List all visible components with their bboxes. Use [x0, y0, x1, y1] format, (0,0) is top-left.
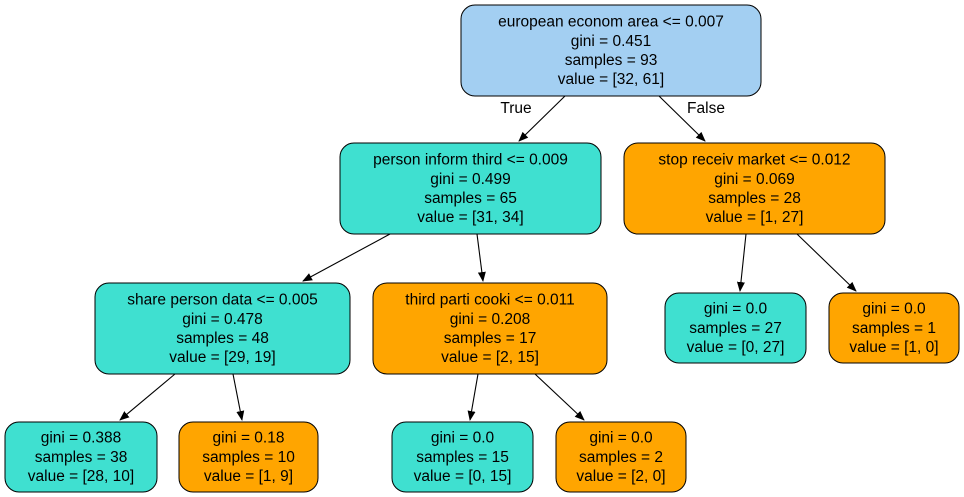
- node-line: value = [0, 27]: [687, 339, 785, 356]
- tree-node-n2: stop receiv market <= 0.012 gini = 0.069 s…: [623, 142, 886, 235]
- edges-layer: True False: [119, 95, 857, 421]
- edge-n1-n4: [476, 233, 486, 282]
- node-line: samples = 17: [444, 330, 537, 347]
- node-line: samples = 2: [579, 449, 663, 466]
- node-line: gini = 0.0: [431, 430, 495, 447]
- tree-node-n3: share person data <= 0.005 gini = 0.478 sa…: [94, 282, 351, 375]
- tree-node-n4: third parti cooki <= 0.011 gini = 0.208 sa…: [372, 282, 608, 375]
- tree-node-n6: gini = 0.0 samples = 1 value = [1, 0]: [828, 292, 960, 364]
- node-line: third parti cooki <= 0.011: [405, 292, 574, 309]
- edge-n1-n3: [302, 233, 391, 282]
- edge-n3-n7: [119, 373, 176, 421]
- tree-node-n1: person inform third <= 0.009 gini = 0.499…: [339, 142, 602, 235]
- node-box: [94, 282, 351, 375]
- node-line: gini = 0.499: [430, 171, 511, 188]
- edge-n2-n6: [796, 233, 857, 292]
- node-box: [339, 142, 602, 235]
- node-line: samples = 65: [424, 190, 517, 207]
- node-line: value = [2, 0]: [576, 468, 665, 485]
- node-line: gini = 0.0: [862, 301, 926, 318]
- node-line: value = [0, 15]: [414, 468, 512, 485]
- node-box: [828, 292, 960, 364]
- node-box: [623, 142, 886, 235]
- node-line: gini = 0.18: [213, 430, 285, 447]
- tree-node-n9: gini = 0.0 samples = 15 value = [0, 15]: [391, 421, 534, 493]
- node-line: value = [29, 19]: [169, 349, 275, 366]
- edge-n4-n10: [534, 373, 585, 421]
- node-line: samples = 10: [202, 449, 295, 466]
- node-line: value = [31, 34]: [417, 209, 523, 226]
- edge-n0-n2: [658, 95, 706, 142]
- node-line: samples = 27: [689, 320, 782, 337]
- node-line: share person data <= 0.005: [127, 292, 317, 309]
- edge-n2-n5: [736, 233, 747, 292]
- edge-n4-n9: [467, 373, 479, 421]
- node-box: [4, 421, 158, 493]
- node-box: [178, 421, 319, 493]
- tree-node-n5: gini = 0.0 samples = 27 value = [0, 27]: [664, 292, 807, 364]
- node-line: value = [28, 10]: [28, 468, 134, 485]
- node-line: samples = 38: [35, 449, 128, 466]
- node-line: samples = 1: [852, 320, 936, 337]
- node-box: [460, 4, 762, 97]
- node-line: value = [32, 61]: [558, 71, 664, 88]
- edge-n0-n1: [518, 95, 566, 142]
- node-box: [555, 421, 687, 493]
- node-box: [391, 421, 534, 493]
- edge-label-false: False: [687, 100, 725, 117]
- node-line: gini = 0.478: [182, 311, 263, 328]
- node-line: gini = 0.069: [714, 171, 795, 188]
- node-line: samples = 48: [176, 330, 269, 347]
- node-line: value = [1, 9]: [204, 468, 293, 485]
- node-line: samples = 15: [416, 449, 509, 466]
- node-box: [372, 282, 608, 375]
- node-line: value = [1, 0]: [849, 339, 938, 356]
- edge-label-true: True: [500, 100, 531, 117]
- edge-n3-n8: [232, 373, 245, 421]
- node-line: samples = 93: [565, 52, 658, 69]
- node-line: person inform third <= 0.009: [373, 152, 568, 169]
- node-line: stop receiv market <= 0.012: [658, 152, 850, 169]
- node-line: gini = 0.451: [571, 33, 652, 50]
- node-line: gini = 0.0: [704, 301, 768, 318]
- tree-node-n10: gini = 0.0 samples = 2 value = [2, 0]: [555, 421, 687, 493]
- node-line: samples = 28: [708, 190, 801, 207]
- tree-node-n0: european econom area <= 0.007 gini = 0.45…: [460, 4, 762, 97]
- nodes-layer: european econom area <= 0.007 gini = 0.45…: [4, 4, 960, 493]
- node-line: value = [2, 15]: [441, 349, 539, 366]
- node-line: gini = 0.208: [450, 311, 531, 328]
- node-line: value = [1, 27]: [706, 209, 804, 226]
- node-box: [664, 292, 807, 364]
- node-line: european econom area <= 0.007: [498, 14, 724, 31]
- node-line: gini = 0.388: [41, 430, 122, 447]
- node-line: gini = 0.0: [589, 430, 653, 447]
- tree-node-n8: gini = 0.18 samples = 10 value = [1, 9]: [178, 421, 319, 493]
- tree-node-n7: gini = 0.388 samples = 38 value = [28, 10]: [4, 421, 158, 493]
